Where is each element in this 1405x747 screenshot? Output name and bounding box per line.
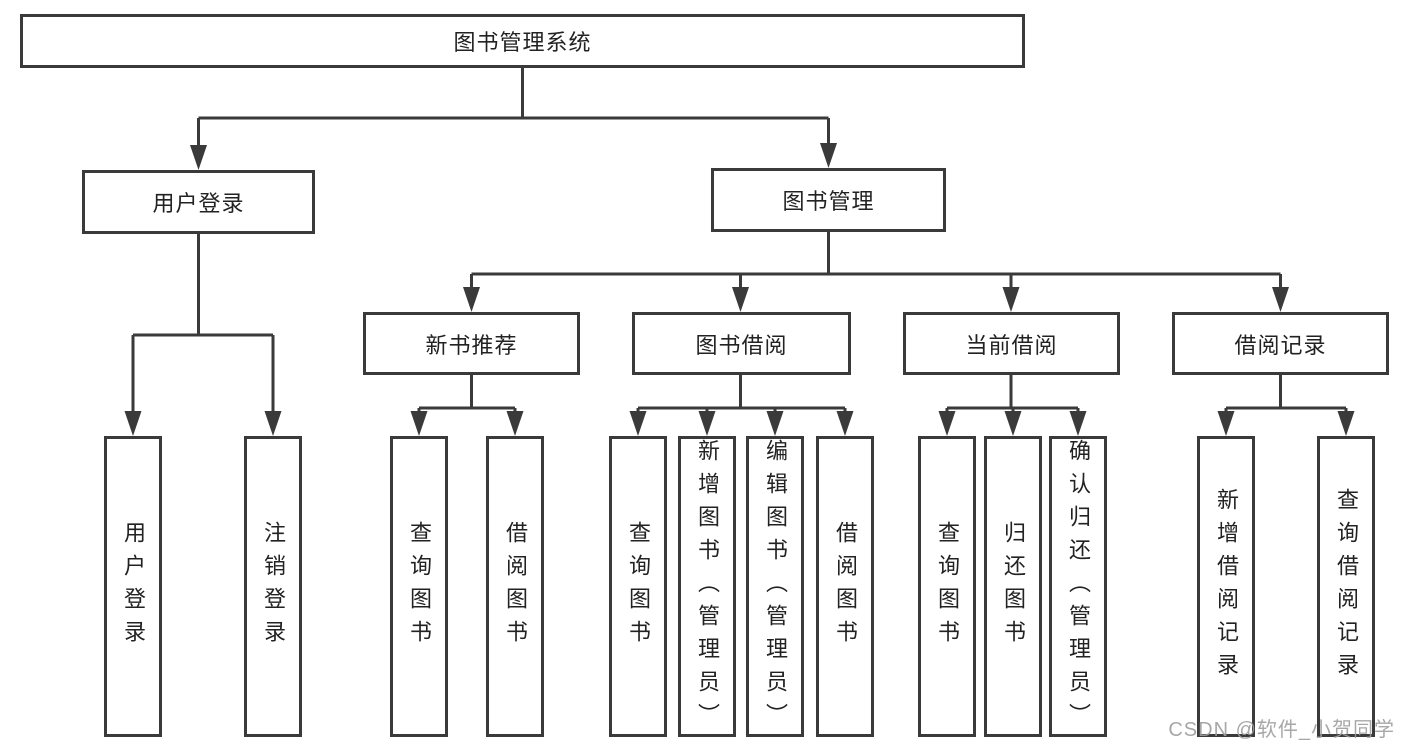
node-label: 注销登录	[261, 520, 286, 653]
csdn-watermark: CSDN @软件_小贺同学	[1168, 719, 1395, 741]
node-label: 图书借阅	[695, 332, 788, 358]
node-leaf-query-books-borrow: 查询图书	[609, 436, 667, 737]
node-label: 用户登录	[121, 520, 146, 653]
arrowhead	[410, 411, 428, 436]
arrowhead	[766, 411, 784, 436]
node-leaf-return-books: 归还图书	[984, 436, 1042, 737]
node-label: 查询图书	[407, 520, 432, 653]
arrowhead	[264, 411, 282, 436]
node-borrowing-records: 借阅记录	[1172, 312, 1389, 375]
arrowhead	[1004, 411, 1022, 436]
node-label: 查询借阅记录	[1334, 487, 1359, 686]
node-label: 新增图书（管理员）	[695, 439, 720, 736]
node-label: 确认归还（管理员）	[1066, 439, 1091, 736]
node-current-borrowing: 当前借阅	[903, 312, 1120, 375]
connector-login-to-children	[124, 234, 282, 436]
node-label: 编辑图书（管理员）	[763, 439, 788, 736]
node-label: 查询图书	[626, 520, 651, 653]
arrowhead	[190, 145, 207, 170]
arrowhead	[463, 287, 480, 312]
node-leaf-query-books-newbook: 查询图书	[390, 436, 448, 737]
node-label: 新书推荐	[425, 332, 518, 358]
arrowhead	[698, 411, 716, 436]
arrowhead	[1337, 411, 1355, 436]
node-label: 借阅记录	[1234, 332, 1327, 358]
node-label: 用户登录	[152, 191, 245, 216]
node-label: 借阅图书	[503, 520, 528, 653]
arrowhead	[1217, 411, 1235, 436]
node-leaf-add-borrow-record: 新增借阅记录	[1197, 436, 1255, 737]
node-user-login: 用户登录	[82, 170, 315, 234]
node-leaf-query-books-current: 查询图书	[918, 436, 976, 737]
node-leaf-edit-books-admin: 编辑图书（管理员）	[746, 436, 804, 737]
arrowhead	[732, 287, 749, 312]
connector-records-to-children	[1217, 375, 1355, 436]
node-leaf-add-books-admin: 新增图书（管理员）	[678, 436, 736, 737]
arrowhead	[938, 411, 956, 436]
arrowhead	[506, 411, 524, 436]
node-leaf-borrow-books: 借阅图书	[816, 436, 874, 737]
connector-mgmt-to-children	[463, 232, 1289, 312]
arrowhead	[836, 411, 854, 436]
node-label: 借阅图书	[833, 520, 858, 653]
node-book-borrowing: 图书借阅	[632, 312, 851, 375]
node-library-management-system: 图书管理系统	[20, 14, 1025, 68]
node-label: 当前借阅	[965, 332, 1058, 358]
node-leaf-borrow-books-newbook: 借阅图书	[486, 436, 544, 737]
connector-current-to-children	[938, 375, 1087, 436]
connector-borrow-to-children	[629, 375, 854, 436]
connector-newbook-to-children	[410, 375, 524, 436]
arrowhead	[1002, 287, 1020, 312]
arrowhead	[1069, 411, 1087, 436]
node-leaf-user-login: 用户登录	[104, 436, 162, 737]
connector-root-to-children	[190, 68, 837, 170]
node-label: 归还图书	[1001, 520, 1026, 653]
arrowhead	[124, 411, 142, 436]
node-label: 新增借阅记录	[1214, 487, 1239, 686]
arrowhead	[820, 143, 837, 168]
node-leaf-logout: 注销登录	[244, 436, 302, 737]
arrowhead	[1272, 287, 1289, 312]
node-new-book-recommendation: 新书推荐	[363, 312, 580, 375]
node-label: 查询图书	[935, 520, 960, 653]
node-label: 图书管理	[782, 189, 875, 214]
node-label: 图书管理系统	[453, 30, 592, 55]
node-book-management: 图书管理	[711, 168, 946, 232]
arrowhead	[629, 411, 647, 436]
node-leaf-confirm-return-admin: 确认归还（管理员）	[1049, 436, 1107, 737]
node-leaf-query-borrow-record: 查询借阅记录	[1317, 436, 1375, 737]
